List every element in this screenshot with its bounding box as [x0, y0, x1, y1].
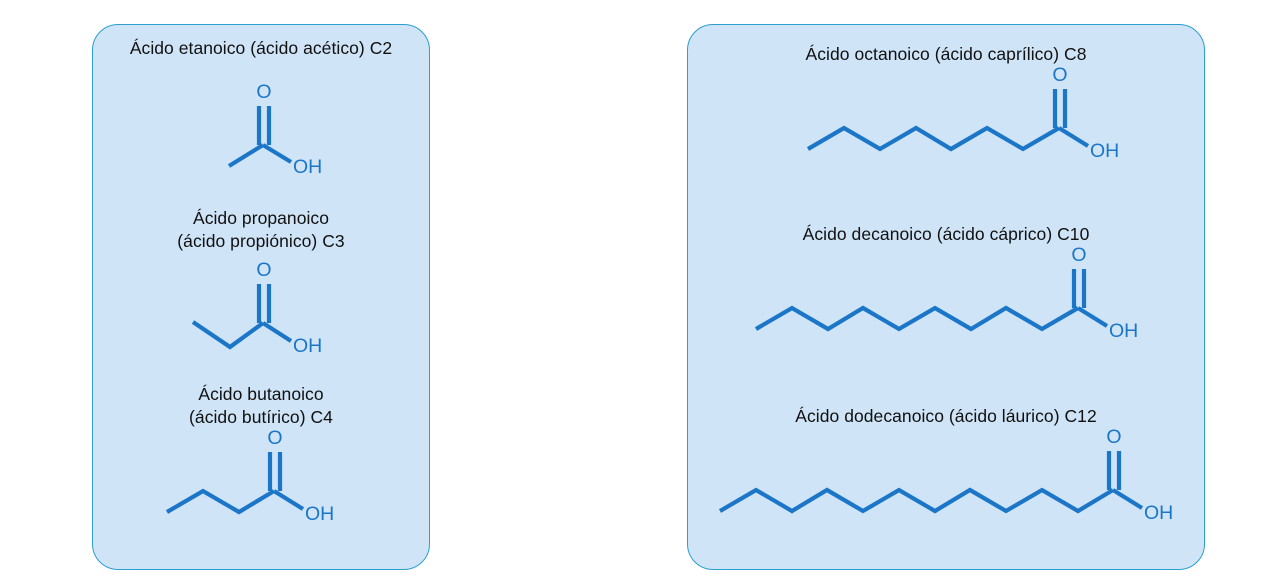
bond-chain-c3: [191, 320, 265, 350]
atom-label-o-c2: O: [256, 81, 271, 103]
molecule-title-c2: Ácido etanoico (ácido acético) C2: [129, 38, 393, 58]
molecule-title-c8: Ácido octanoico (ácido caprílico) C8: [805, 44, 1087, 64]
atom-label-oh-c3: OH: [293, 335, 322, 357]
bond-hydroxyl-c2: [261, 143, 293, 164]
atom-label-oh-c2: OH: [293, 156, 322, 178]
bond-chain-c2: [227, 143, 265, 168]
bond-chain-c12: [718, 487, 1115, 514]
molecule-entry-c10: Ácido decanoico (ácido cáprico) C10 O OH: [688, 223, 1204, 362]
right-panel: Ácido octanoico (ácido caprílico) C8 O O…: [687, 24, 1205, 570]
molecule-title-c4: Ácido butanoico (ácido butírico) C4: [189, 384, 333, 427]
molecule-entry-c4: Ácido butanoico (ácido butírico) C4 O OH: [93, 383, 429, 545]
bond-chain-c4: [165, 488, 276, 515]
atom-label-o-c4: O: [267, 427, 282, 449]
molecule-title-c10: Ácido decanoico (ácido cáprico) C10: [802, 224, 1090, 244]
left-panel: Ácido etanoico (ácido acético) C2 O OH Á…: [92, 24, 430, 570]
bond-hydroxyl-c8: [1057, 126, 1090, 148]
molecule-structure-c10: O OH: [688, 244, 1204, 362]
molecule-title-c3: Ácido propanoico (ácido propiónico) C3: [177, 208, 345, 251]
bond-hydroxyl-c10: [1076, 306, 1109, 328]
molecule-structure-c8: O OH: [688, 64, 1204, 182]
molecule-entry-c12: Ácido dodecanoico (ácido láurico) C12 O …: [688, 405, 1204, 544]
atom-label-oh-c4: OH: [305, 503, 334, 525]
molecule-structure-c2: O OH: [93, 66, 429, 178]
bond-chain-c8: [806, 125, 1061, 152]
bond-hydroxyl-c4: [272, 489, 305, 511]
atom-label-oh-c8: OH: [1090, 140, 1119, 162]
molecule-entry-c2: Ácido etanoico (ácido acético) C2 O OH: [93, 37, 429, 178]
bond-hydroxyl-c12: [1111, 488, 1144, 510]
atom-label-oh-c10: OH: [1109, 320, 1138, 342]
bond-hydroxyl-c3: [261, 321, 293, 343]
molecule-structure-c4: O OH: [93, 427, 429, 545]
atom-label-o-c10: O: [1071, 244, 1086, 266]
atom-label-o-c12: O: [1106, 426, 1121, 448]
molecule-structure-c12: O OH: [688, 426, 1204, 544]
molecule-entry-c3: Ácido propanoico (ácido propiónico) C3 O…: [93, 207, 429, 369]
molecule-structure-c3: O OH: [93, 259, 429, 369]
molecule-title-c12: Ácido dodecanoico (ácido láurico) C12: [795, 406, 1097, 426]
atom-label-o-c8: O: [1052, 64, 1067, 86]
molecule-entry-c8: Ácido octanoico (ácido caprílico) C8 O O…: [688, 43, 1204, 182]
atom-label-oh-c12: OH: [1144, 502, 1173, 524]
bond-chain-c10: [754, 305, 1080, 332]
atom-label-o-c3: O: [256, 259, 271, 281]
